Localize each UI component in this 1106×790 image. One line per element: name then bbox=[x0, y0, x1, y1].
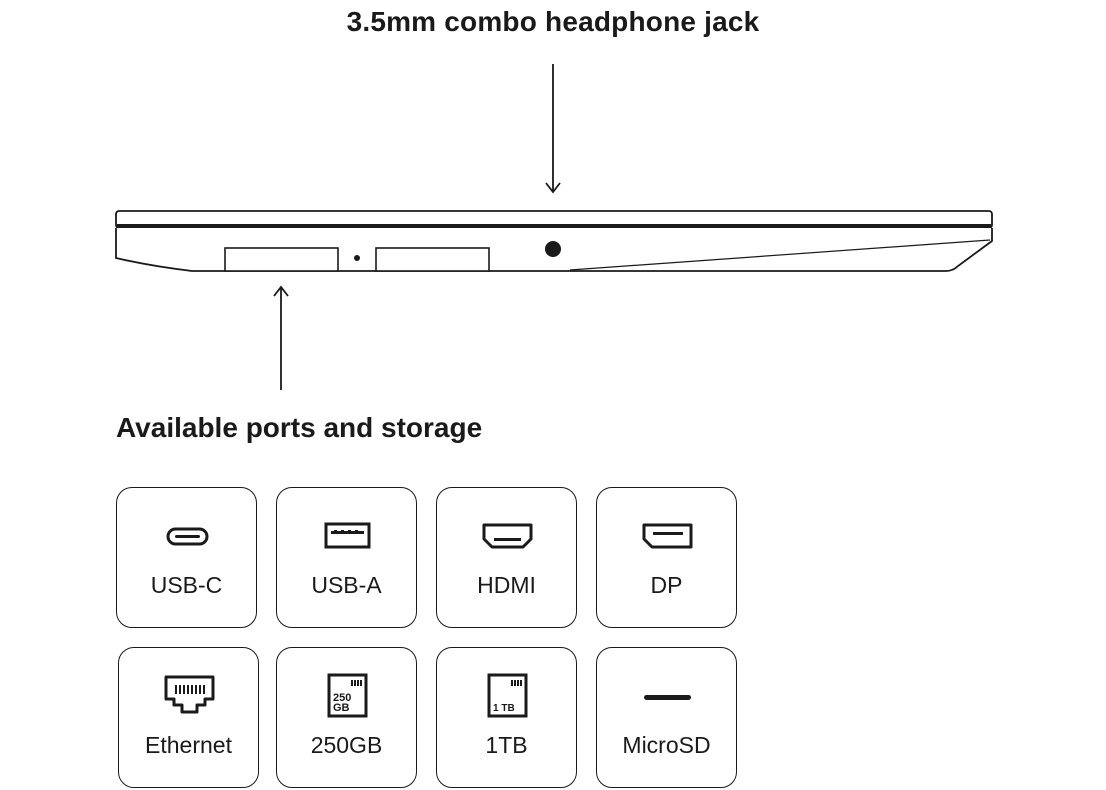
headphone-jack bbox=[545, 241, 561, 257]
displayport-icon bbox=[642, 523, 693, 549]
port-tile-hdmi: HDMI bbox=[436, 487, 577, 628]
port-tile-dp: DP bbox=[596, 487, 737, 628]
storage-card-250gb-icon: 250 GB bbox=[327, 673, 368, 718]
chip-label-unit: GB bbox=[333, 702, 350, 714]
port-tile-250gb: 250 GB 250GB bbox=[276, 647, 417, 788]
tile-label: DP bbox=[650, 572, 683, 598]
tile-label: USB-A bbox=[311, 572, 382, 598]
chip-label-capacity: 250 bbox=[333, 692, 351, 704]
status-led bbox=[354, 255, 360, 261]
usb-c-icon bbox=[166, 527, 209, 546]
expansion-bay-right bbox=[375, 247, 490, 272]
port-tile-usb-a: USB-A bbox=[276, 487, 417, 628]
microsd-slot-icon bbox=[644, 695, 691, 700]
port-tile-usb-c: USB-C bbox=[116, 487, 257, 628]
tile-label: MicroSD bbox=[622, 732, 711, 758]
port-tile-ethernet: Ethernet bbox=[118, 647, 259, 788]
usb-a-icon bbox=[324, 522, 371, 549]
storage-card-1tb-icon: 1 TB bbox=[487, 673, 528, 718]
hdmi-icon bbox=[482, 523, 533, 549]
tile-label: 250GB bbox=[310, 732, 383, 758]
jack-arrow bbox=[545, 64, 561, 194]
port-tile-microsd: MicroSD bbox=[596, 647, 737, 788]
chip-label-capacity: 1 TB bbox=[493, 703, 515, 714]
expansion-bay-left bbox=[224, 247, 339, 272]
ports-heading: Available ports and storage bbox=[116, 412, 483, 443]
laptop-side-view bbox=[115, 64, 993, 390]
ethernet-icon bbox=[164, 675, 215, 714]
tile-label: HDMI bbox=[477, 572, 536, 598]
tile-label: Ethernet bbox=[145, 732, 232, 758]
tile-label: 1TB bbox=[485, 732, 528, 758]
ports-arrow bbox=[273, 285, 289, 390]
tile-label: USB-C bbox=[150, 572, 223, 598]
port-tile-1tb: 1 TB 1TB bbox=[436, 647, 577, 788]
headphone-jack-label: 3.5mm combo headphone jack bbox=[346, 6, 760, 37]
